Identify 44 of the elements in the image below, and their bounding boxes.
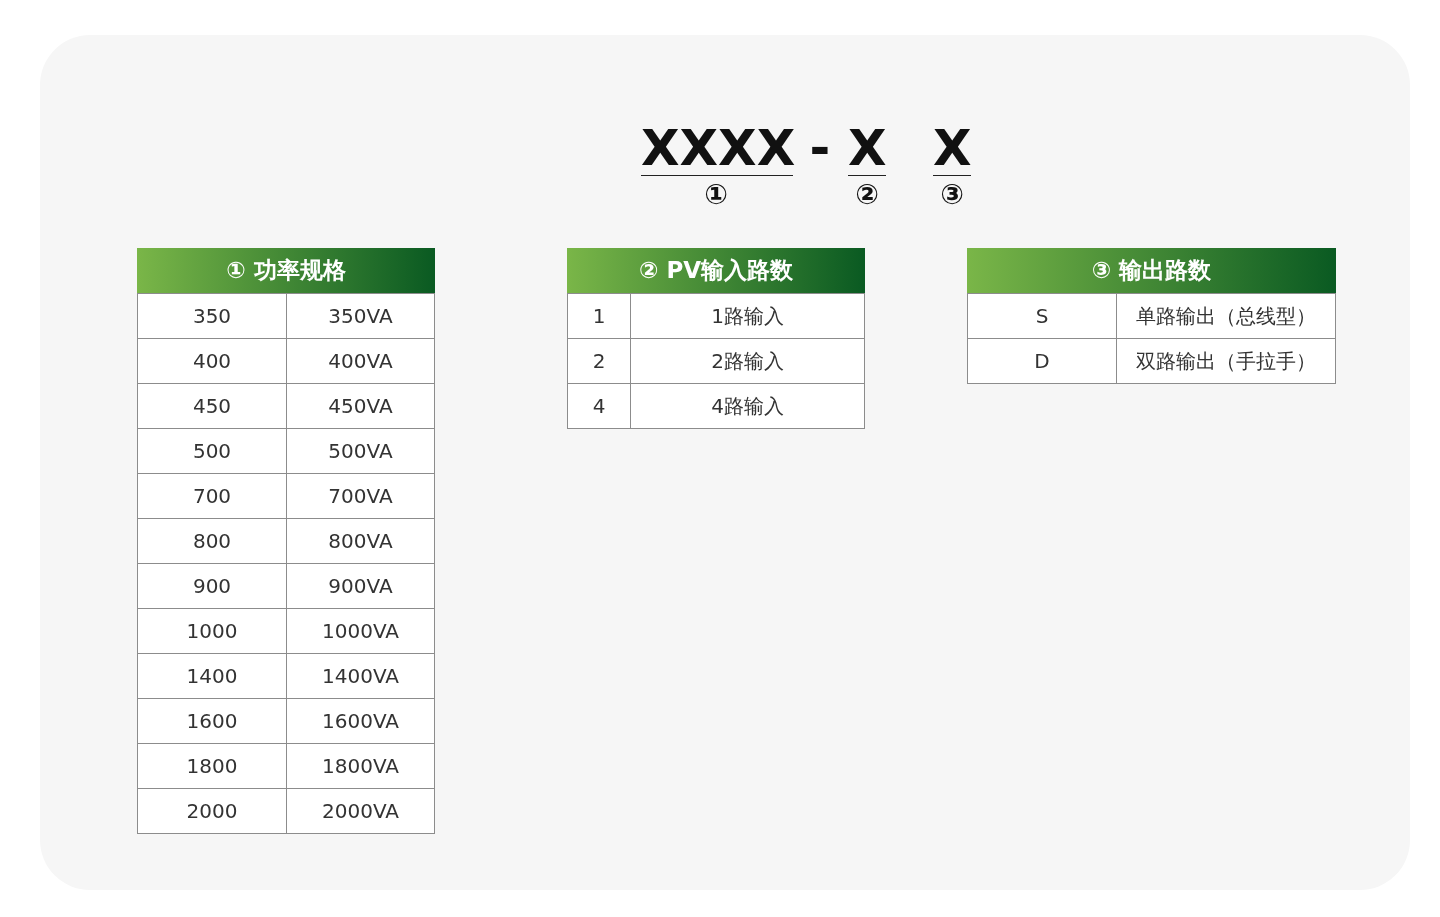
fill-in-line: X: [848, 120, 886, 176]
table-cell: 350: [137, 293, 287, 339]
table-cell: 500: [137, 428, 287, 474]
table-cell: 2路输入: [630, 338, 865, 384]
fill-in-line: X: [933, 120, 971, 176]
table-cell: 800VA: [286, 518, 435, 564]
table-header: ① 功率规格: [137, 248, 435, 293]
table-cell: 1400VA: [286, 653, 435, 699]
table-cell: 800: [137, 518, 287, 564]
table-cell: 1路输入: [630, 293, 865, 339]
fill-in-line: XXXX: [641, 120, 793, 176]
table-cell: 450VA: [286, 383, 435, 429]
circled-number: ②: [854, 178, 880, 212]
table-cell: 700: [137, 473, 287, 519]
table-cell: 900VA: [286, 563, 435, 609]
table-cell: 2: [567, 338, 631, 384]
table-cell: 1000: [137, 608, 287, 654]
table-header: ③ 输出路数: [967, 248, 1336, 293]
table-cell: 500VA: [286, 428, 435, 474]
table-cell: 1800: [137, 743, 287, 789]
table-cell: 单路输出（总线型）: [1116, 293, 1336, 339]
table-cell: 4: [567, 383, 631, 429]
table-cell: 2000: [137, 788, 287, 834]
table-cell: 2000VA: [286, 788, 435, 834]
table-cell: 1000VA: [286, 608, 435, 654]
table-cell: 400: [137, 338, 287, 384]
circled-number: ③: [939, 178, 965, 212]
table-cell: 1600VA: [286, 698, 435, 744]
table-cell: 1400: [137, 653, 287, 699]
table-cell: D: [967, 338, 1117, 384]
table-cell: 双路输出（手拉手）: [1116, 338, 1336, 384]
table-cell: 350VA: [286, 293, 435, 339]
table-cell: 1600: [137, 698, 287, 744]
table-cell: 1: [567, 293, 631, 339]
table-cell: 900: [137, 563, 287, 609]
table-cell: 1800VA: [286, 743, 435, 789]
table-cell: S: [967, 293, 1117, 339]
table-cell: 450: [137, 383, 287, 429]
table-cell: 400VA: [286, 338, 435, 384]
table-cell: 700VA: [286, 473, 435, 519]
table-header: ② PV输入路数: [567, 248, 865, 293]
circled-number: ①: [703, 178, 729, 212]
table-cell: 4路输入: [630, 383, 865, 429]
separator-dash: -: [808, 120, 832, 176]
